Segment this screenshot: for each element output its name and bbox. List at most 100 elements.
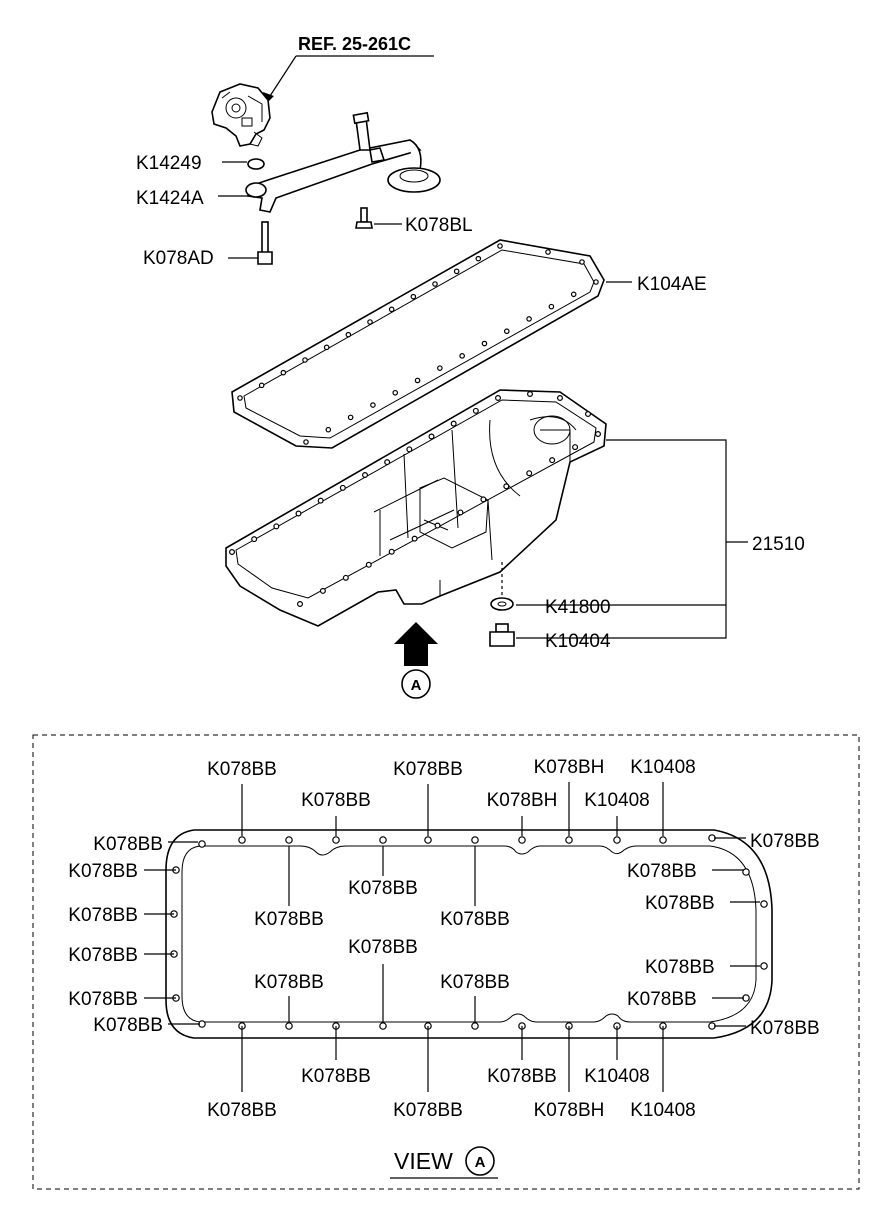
label-bottom2-1[interactable]: K078BB (207, 1100, 277, 1121)
strainer-bolt-lower[interactable]: K078AD (143, 221, 273, 269)
view-direction-arrow[interactable]: A (394, 622, 438, 699)
label-bottom2-3[interactable]: K078BH (534, 1100, 605, 1121)
bolt-hole (497, 243, 503, 249)
label-bottom1-3[interactable]: K10408 (584, 1066, 650, 1087)
bolt-hole (367, 319, 373, 325)
bolt-hole (565, 836, 573, 844)
bolt-hole (481, 340, 488, 347)
bolt-hole (453, 268, 460, 275)
label-top2-3[interactable]: K10408 (584, 790, 650, 811)
bolt-hole (475, 255, 482, 262)
label-right-2[interactable]: K078BB (627, 861, 697, 882)
label-inner-middle[interactable]: K078BB (348, 937, 418, 958)
oil-pan-callout: 21510 (516, 439, 805, 639)
bolt-hole (238, 836, 246, 844)
label-bottom1-1[interactable]: K078BB (301, 1066, 371, 1087)
bolt-hole (303, 439, 309, 445)
label-left-1[interactable]: K078BB (93, 834, 163, 855)
label-left-4[interactable]: K078BB (68, 945, 138, 966)
label-top2-1[interactable]: K078BB (301, 790, 371, 811)
bolt-hole (593, 279, 599, 285)
oring-part[interactable]: K14249 (136, 153, 265, 174)
bolt-hole (471, 836, 479, 844)
label-inner-lower-1[interactable]: K078BB (254, 972, 324, 993)
bolt-hole (613, 836, 621, 844)
bolt-hole (370, 402, 376, 408)
bolt-hole (332, 836, 340, 844)
label-inner-upper-3[interactable]: K078BB (440, 909, 510, 930)
bolt-hole (342, 574, 349, 581)
label-left-3[interactable]: K078BB (68, 905, 138, 926)
label-bolt-lower: K078AD (143, 248, 214, 269)
label-right-6[interactable]: K078BB (750, 1018, 820, 1039)
bolt-hole (480, 496, 487, 503)
label-inner-upper-2[interactable]: K078BB (348, 878, 418, 899)
label-top1-1[interactable]: K078BB (207, 759, 277, 780)
label-oil-pan: 21510 (752, 534, 805, 555)
label-gasket: K104AE (637, 274, 707, 295)
bolt-hole (365, 561, 372, 568)
label-inner-lower-2[interactable]: K078BB (440, 972, 510, 993)
bolt-hole (347, 414, 354, 421)
bolt-hole (280, 369, 287, 376)
bolt-hole (388, 306, 395, 313)
bolt-hole (437, 365, 443, 371)
bolt-hole (760, 962, 768, 970)
bolt-hole (579, 259, 585, 265)
bolt-hole (472, 407, 479, 414)
bolt-hole (285, 1022, 293, 1030)
label-top2-2[interactable]: K078BH (487, 790, 558, 811)
bolt-hole (526, 391, 533, 398)
bolt-hole (251, 536, 258, 543)
label-left-2[interactable]: K078BB (68, 861, 138, 882)
label-top1-4[interactable]: K10408 (630, 757, 696, 778)
reference-label[interactable]: REF. 25-261C (263, 34, 434, 104)
drain-washer[interactable]: K41800 (490, 562, 611, 618)
label-top1-2[interactable]: K078BB (393, 759, 463, 780)
label-oring: K14249 (136, 153, 202, 174)
bolt-hole (572, 444, 579, 451)
strainer-bolt-upper[interactable]: K078BL (355, 207, 473, 236)
label-left-5[interactable]: K078BB (68, 989, 138, 1010)
bolt-hole (406, 446, 413, 453)
label-right-1[interactable]: K078BB (750, 831, 820, 852)
bolt-hole (584, 411, 591, 418)
view-title-text: VIEW (394, 1148, 453, 1174)
bolt-hole (295, 510, 302, 517)
bolt-hole (297, 600, 304, 607)
arrow-marker-text: A (411, 677, 422, 694)
oil-strainer[interactable]: K1424A (136, 111, 441, 213)
view-a-frame (32, 734, 860, 1190)
label-bottom2-2[interactable]: K078BB (393, 1100, 463, 1121)
bolt-hole (659, 836, 667, 844)
label-strainer: K1424A (136, 188, 204, 209)
bolt-hole (379, 1022, 387, 1030)
oil-pan[interactable] (225, 389, 607, 627)
bolt-hole (198, 840, 206, 848)
bolt-hole (594, 431, 601, 438)
label-bolt-upper: K078BL (405, 215, 473, 236)
label-bottom1-2[interactable]: K078BB (487, 1066, 557, 1087)
bolt-hole (325, 426, 332, 433)
bolt-hole (388, 548, 395, 555)
oil-pump[interactable] (211, 83, 271, 147)
reference-text: REF. 25-261C (298, 34, 411, 54)
bolt-hole (503, 328, 510, 335)
bolt-hole (339, 484, 346, 491)
drain-plug[interactable]: K10404 (489, 623, 611, 652)
label-right-5[interactable]: K078BB (627, 989, 697, 1010)
label-bottom2-4[interactable]: K10408 (630, 1100, 696, 1121)
bolt-hole (742, 868, 750, 876)
label-top1-3[interactable]: K078BH (534, 757, 605, 778)
oil-pan-gasket[interactable]: K104AE (231, 239, 707, 449)
bolt-hole (414, 377, 421, 384)
label-right-3[interactable]: K078BB (645, 893, 715, 914)
bolt-hole (459, 353, 465, 359)
bolt-hole (457, 509, 464, 516)
bolt-hole (428, 433, 435, 440)
label-right-4[interactable]: K078BB (645, 957, 715, 978)
label-left-6[interactable]: K078BB (93, 1015, 163, 1036)
bolt-hole (410, 293, 417, 300)
label-inner-upper-1[interactable]: K078BB (254, 909, 324, 930)
